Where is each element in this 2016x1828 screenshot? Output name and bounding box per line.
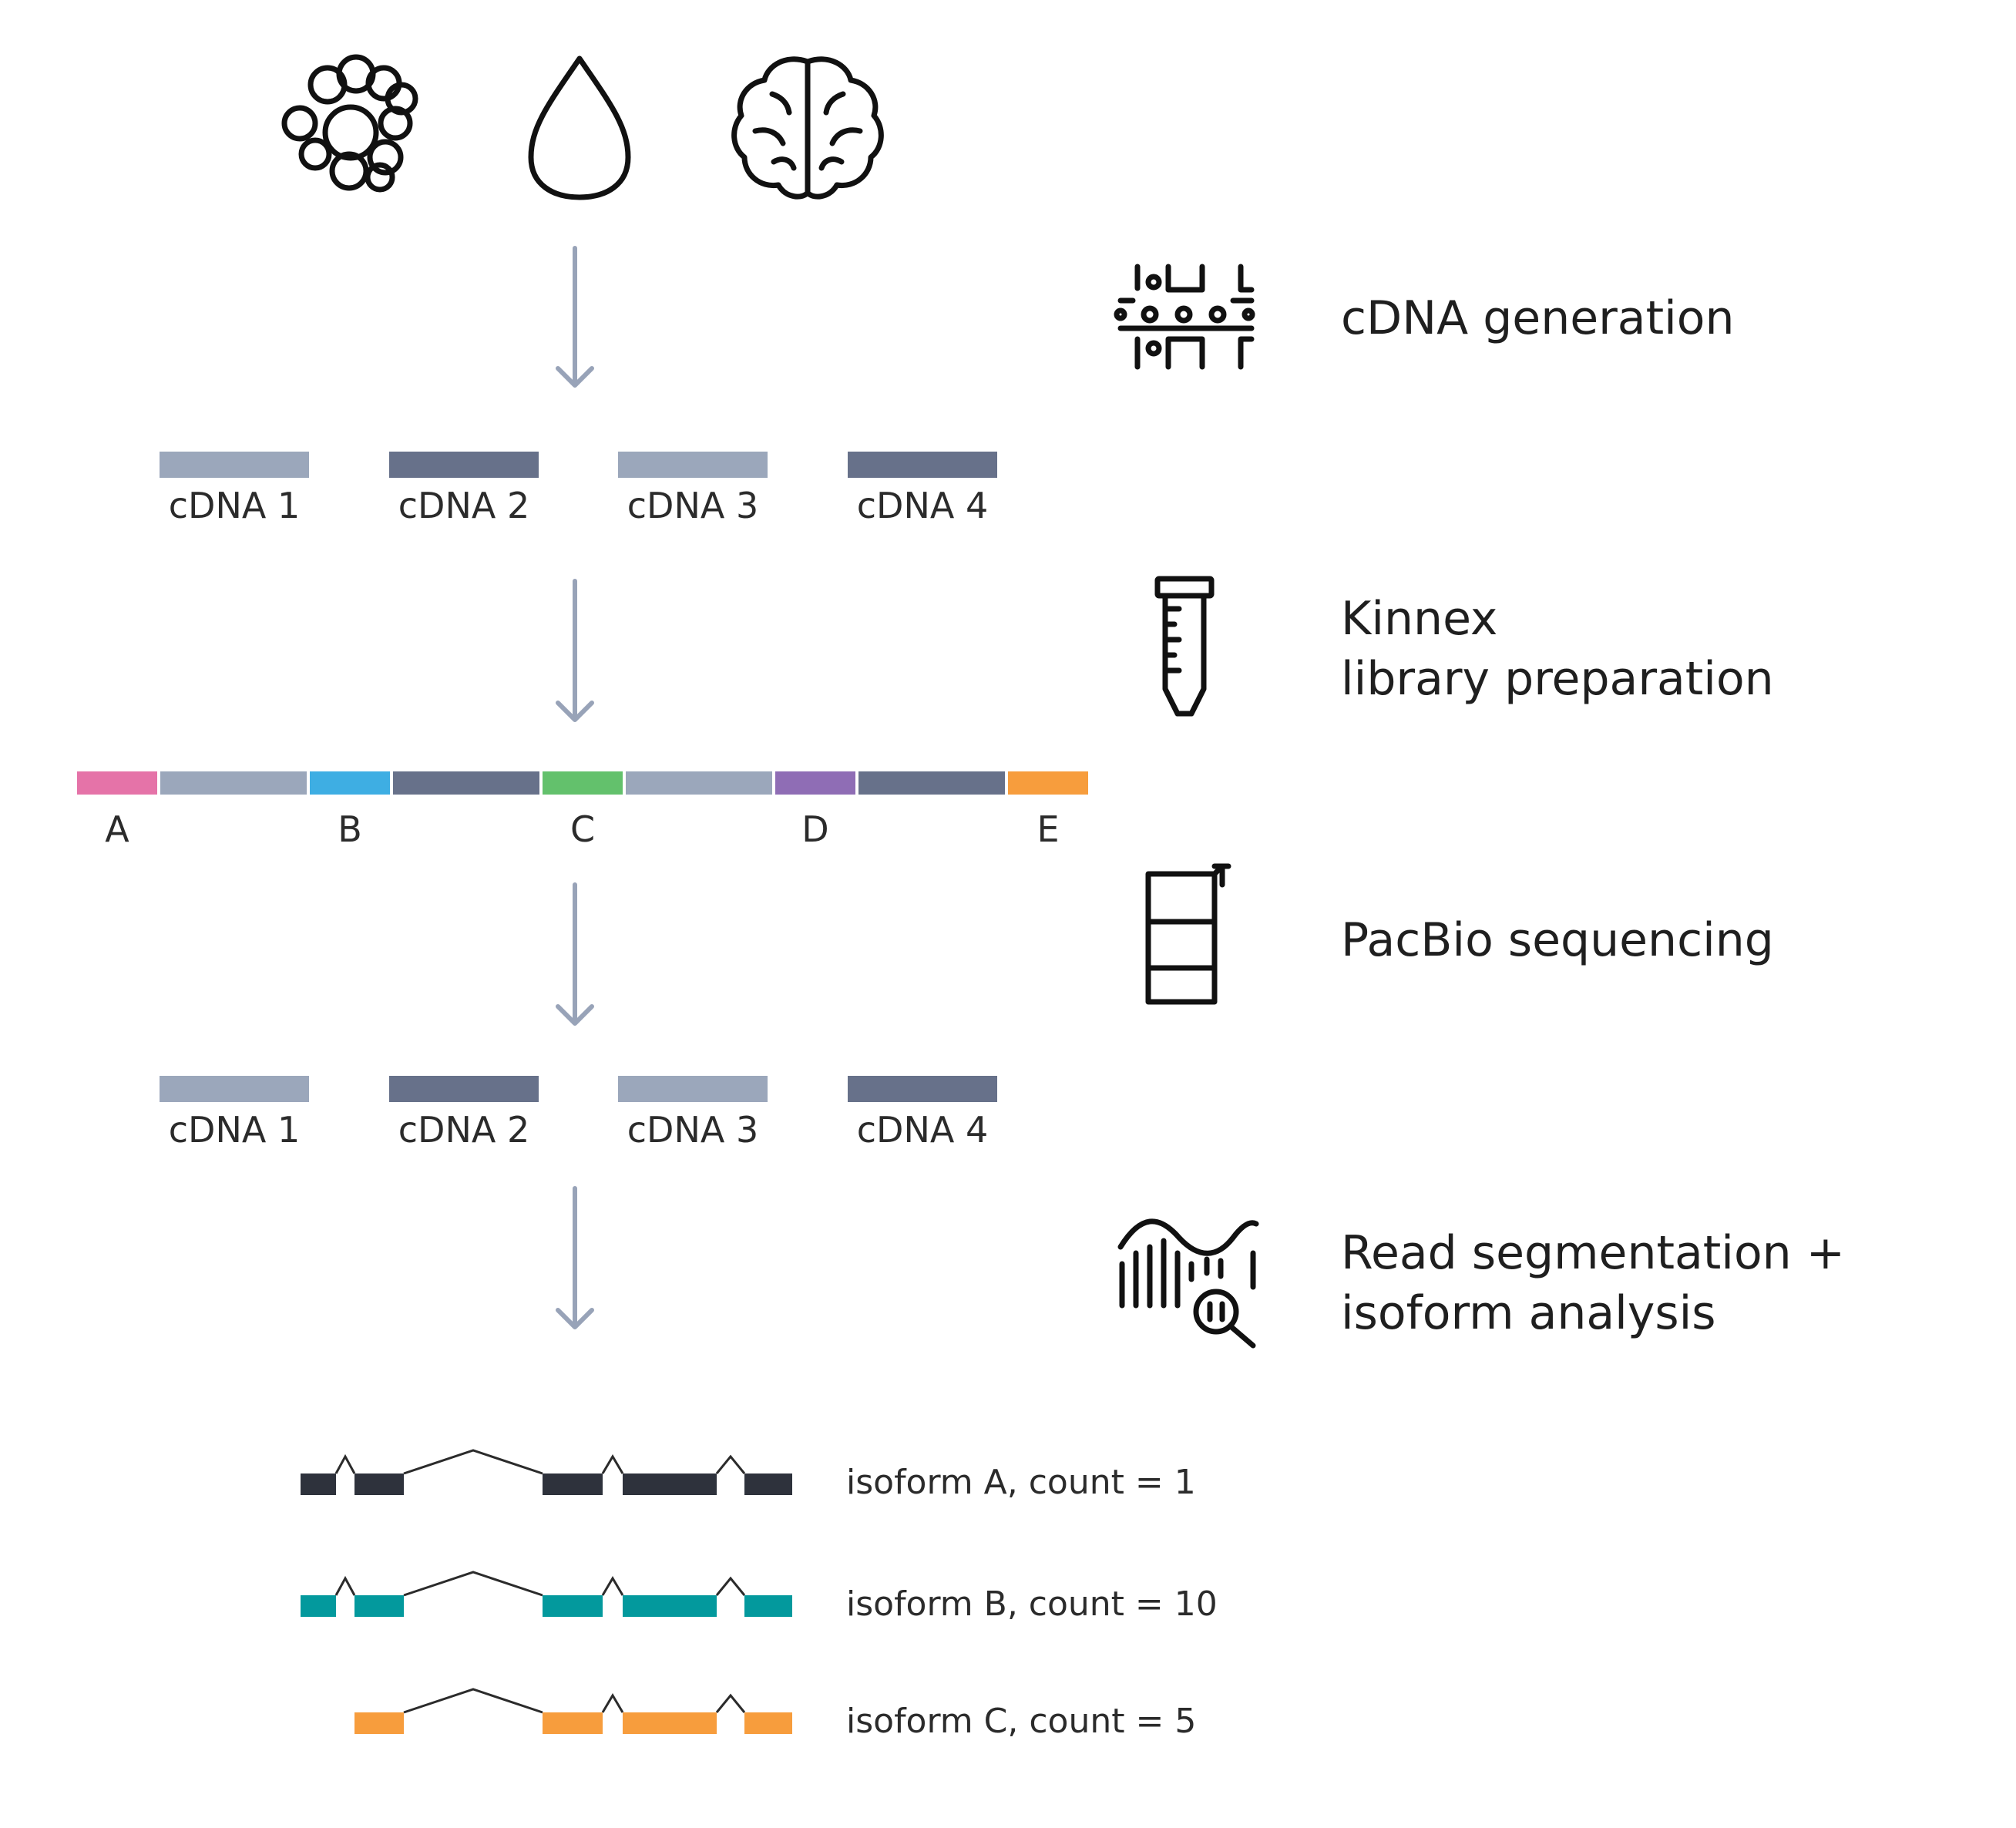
isoform-exon bbox=[301, 1473, 336, 1495]
cell-cluster-icon bbox=[281, 54, 418, 193]
step-title-library-preparation: library preparation bbox=[1341, 652, 1774, 706]
step-title-read-segmentation: Read segmentation + bbox=[1341, 1226, 1845, 1280]
barcode-label-E: E bbox=[1037, 808, 1059, 850]
isoform-intron bbox=[601, 1693, 624, 1713]
arrow-down-3 bbox=[556, 882, 594, 1026]
isoform-exon bbox=[623, 1473, 717, 1495]
step-title-isoform-analysis: isoform analysis bbox=[1341, 1286, 1716, 1340]
tube-icon bbox=[1154, 576, 1215, 717]
barcode-A bbox=[77, 771, 157, 795]
isoform-intron bbox=[334, 1453, 356, 1474]
isoform-exon bbox=[744, 1712, 792, 1734]
isoform-intron bbox=[403, 1688, 543, 1714]
cdna-segment-bar-1 bbox=[160, 452, 309, 478]
concatemer-insert-4 bbox=[858, 771, 1005, 795]
segmented-read-label-4: cDNA 4 bbox=[857, 1109, 988, 1151]
kinnex-concatemer: A B C D E bbox=[77, 771, 1088, 850]
arrow-down-1 bbox=[556, 246, 594, 388]
analysis-icon bbox=[1117, 1218, 1259, 1349]
cdna-segment-bar-2 bbox=[389, 452, 539, 478]
concatemer-insert-1 bbox=[160, 771, 307, 795]
concatemer-insert-3 bbox=[626, 771, 772, 795]
segmented-read-bar-4 bbox=[848, 1076, 997, 1102]
barcode-label-C: C bbox=[570, 808, 595, 850]
isoform-exon bbox=[744, 1595, 792, 1617]
cdna-segment-label-2: cDNA 2 bbox=[398, 485, 529, 526]
isoform-row-1: isoform A, count = 1 bbox=[301, 1449, 1196, 1502]
isoform-exon bbox=[354, 1473, 404, 1495]
barcode-label-D: D bbox=[801, 808, 828, 850]
blood-drop-icon bbox=[528, 55, 631, 200]
isoform-intron bbox=[715, 1693, 746, 1713]
step-title-kinnex: Kinnex bbox=[1341, 592, 1497, 646]
segmented-read-bar-3 bbox=[618, 1076, 768, 1102]
cdna-segment-label-1: cDNA 1 bbox=[169, 485, 300, 526]
barcode-E bbox=[1008, 771, 1088, 795]
isoform-exon bbox=[543, 1712, 603, 1734]
isoform-label-2: isoform B, count = 10 bbox=[846, 1584, 1218, 1624]
arrow-down-4 bbox=[556, 1186, 594, 1329]
smrt-cell-icon bbox=[1145, 863, 1231, 1005]
cdna-segment-label-3: cDNA 3 bbox=[627, 485, 758, 526]
isoform-exon bbox=[301, 1595, 336, 1617]
barcode-D bbox=[775, 771, 855, 795]
concatemer-insert-2 bbox=[393, 771, 539, 795]
segmented-read-bar-1 bbox=[160, 1076, 309, 1102]
isoform-exon bbox=[543, 1595, 603, 1617]
isoform-label-3: isoform C, count = 5 bbox=[846, 1702, 1196, 1741]
isoform-exon bbox=[354, 1712, 404, 1734]
isoform-intron bbox=[601, 1576, 624, 1596]
segmented-read-label-3: cDNA 3 bbox=[627, 1109, 758, 1151]
isoform-exon bbox=[623, 1712, 717, 1734]
isoform-intron bbox=[715, 1576, 746, 1596]
isoform-intron bbox=[403, 1449, 543, 1475]
isoform-row-3: isoform C, count = 5 bbox=[354, 1688, 1196, 1741]
step-title-cdna-generation: cDNA generation bbox=[1341, 291, 1735, 345]
segmented-read-label-1: cDNA 1 bbox=[169, 1109, 300, 1151]
barcode-C bbox=[543, 771, 623, 795]
cdna-segment-bar-4 bbox=[848, 452, 997, 478]
isoform-intron bbox=[403, 1571, 543, 1597]
isoform-exon bbox=[543, 1473, 603, 1495]
cdna-segment-label-4: cDNA 4 bbox=[857, 485, 988, 526]
isoform-intron bbox=[715, 1454, 746, 1474]
segmented-read-label-2: cDNA 2 bbox=[398, 1109, 529, 1151]
barcode-B bbox=[310, 771, 390, 795]
cdna-segment-bar-3 bbox=[618, 452, 768, 478]
isoform-label-1: isoform A, count = 1 bbox=[846, 1463, 1196, 1502]
barcode-label-A: A bbox=[105, 808, 129, 850]
segmented-read-bar-2 bbox=[389, 1076, 539, 1102]
barcode-label-B: B bbox=[338, 808, 362, 850]
isoform-list: isoform A, count = 1 isoform B, count = 1… bbox=[301, 1449, 1218, 1741]
isoform-exon bbox=[623, 1595, 717, 1617]
isoform-exon bbox=[744, 1473, 792, 1495]
segmented-read-row: cDNA 1 cDNA 2 cDNA 3 cDNA 4 bbox=[160, 1076, 997, 1151]
step-title-pacbio-sequencing: PacBio sequencing bbox=[1341, 913, 1774, 967]
isoform-intron bbox=[334, 1575, 356, 1596]
brain-icon bbox=[731, 56, 884, 200]
isoform-exon bbox=[354, 1595, 404, 1617]
cdna-chip-icon bbox=[1114, 264, 1255, 370]
arrow-down-2 bbox=[556, 579, 594, 722]
cdna-segment-row: cDNA 1 cDNA 2 cDNA 3 cDNA 4 bbox=[160, 452, 997, 526]
isoform-row-2: isoform B, count = 10 bbox=[301, 1571, 1218, 1624]
isoform-intron bbox=[601, 1454, 624, 1474]
